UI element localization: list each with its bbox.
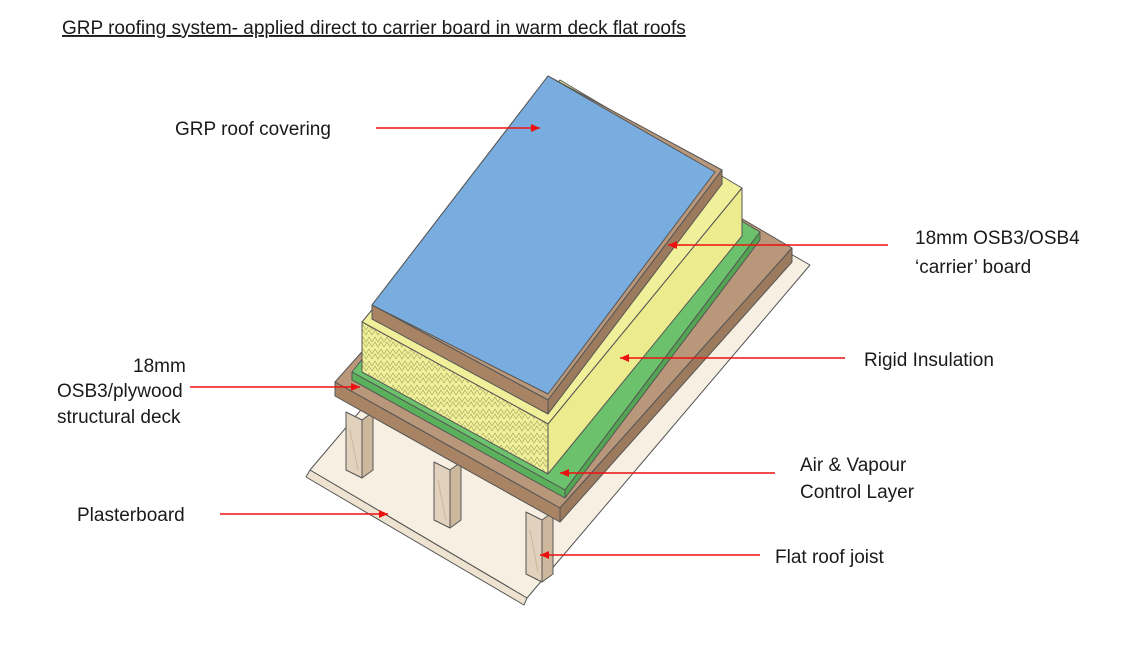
label-rigid-insulation: Rigid Insulation <box>864 350 994 371</box>
label-carrier-board-line2: ‘carrier’ board <box>915 257 1031 278</box>
label-structural-deck-line3: structural deck <box>57 407 181 428</box>
label-structural-deck-line2: OSB3/plywood <box>57 381 183 402</box>
label-grp-covering: GRP roof covering <box>175 119 331 140</box>
label-structural-deck-line1: 18mm <box>133 356 186 377</box>
label-joist: Flat roof joist <box>775 547 884 568</box>
label-carrier-board-line1: 18mm OSB3/OSB4 <box>915 228 1080 249</box>
label-plasterboard: Plasterboard <box>77 505 185 526</box>
label-avcl-line2: Control Layer <box>800 482 915 503</box>
grp-covering-layer <box>371 75 716 395</box>
pointer-arrows <box>190 124 888 559</box>
diagram-title: GRP roofing system- applied direct to ca… <box>62 18 686 39</box>
flat-roof-joists <box>345 411 554 583</box>
label-avcl-line1: Air & Vapour <box>800 455 907 476</box>
